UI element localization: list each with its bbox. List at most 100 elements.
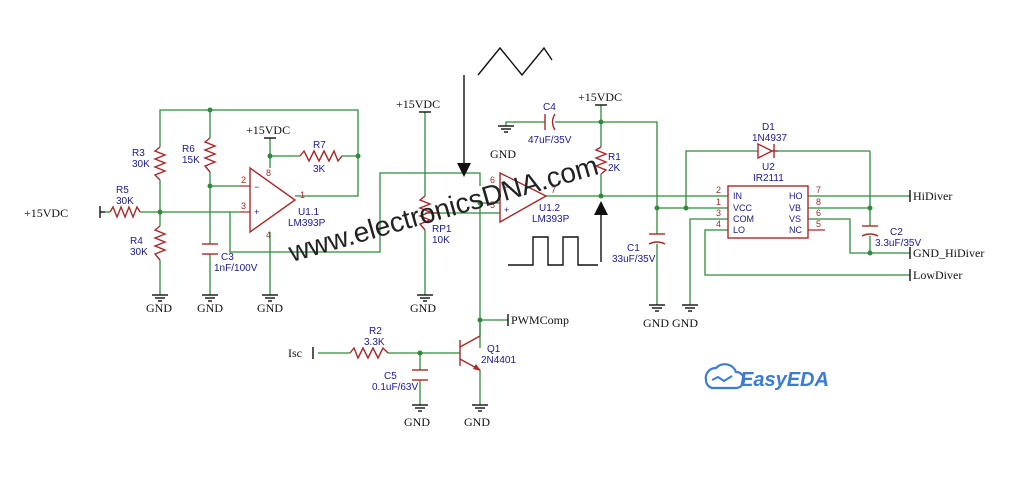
- potentiometer-rp1: RP1 10K: [418, 195, 452, 246]
- svg-text:VB: VB: [789, 203, 801, 213]
- svg-text:3: 3: [716, 208, 721, 218]
- triangle-wave-annotation: [457, 46, 553, 177]
- opamp-u1-1: − + 2 3 1 8 4 U1.1 LM393P: [240, 166, 326, 240]
- svg-text:+15VDC: +15VDC: [24, 206, 68, 220]
- ic-u2-ir2111: U2 IR2111 IN VCC COM LO HO VB VS NC 2 1 …: [716, 162, 825, 239]
- svg-text:2N4401: 2N4401: [481, 355, 516, 366]
- svg-text:VCC: VCC: [733, 203, 753, 213]
- svg-text:3.3K: 3.3K: [364, 337, 385, 348]
- ground-symbols: GND GND GND GND GND: [146, 125, 698, 429]
- svg-text:2K: 2K: [608, 163, 621, 174]
- svg-text:−: −: [254, 182, 259, 192]
- svg-text:10K: 10K: [432, 235, 450, 246]
- gnd-rp1: GND: [410, 294, 436, 315]
- svg-text:30K: 30K: [116, 196, 134, 207]
- svg-text:C3: C3: [221, 252, 234, 263]
- svg-text:R4: R4: [130, 236, 143, 247]
- svg-text:GND: GND: [146, 301, 172, 315]
- svg-text:30K: 30K: [132, 159, 150, 170]
- svg-text:GND: GND: [410, 301, 436, 315]
- svg-text:PWMComp: PWMComp: [511, 313, 569, 327]
- capacitor-c1: C1 33uF/35V: [612, 233, 666, 265]
- svg-text:GND: GND: [672, 316, 698, 330]
- svg-text:3: 3: [241, 201, 246, 211]
- diode-d1: D1 1N4937: [752, 122, 787, 160]
- capacitor-c3: C3 1nF/100V: [202, 243, 258, 274]
- resistor-r7: R7 3K: [299, 140, 343, 175]
- svg-text:GND: GND: [464, 415, 490, 429]
- svg-text:HiDiver: HiDiver: [913, 189, 952, 203]
- svg-text:−: −: [504, 182, 509, 192]
- svg-text:4: 4: [266, 230, 271, 240]
- capacitor-c2: C2 3.3uF/35V: [861, 225, 921, 249]
- svg-text:8: 8: [266, 168, 271, 178]
- svg-text:7: 7: [551, 185, 556, 195]
- svg-text:5: 5: [816, 219, 821, 229]
- svg-text:GND: GND: [257, 301, 283, 315]
- svg-text:IN: IN: [733, 191, 742, 201]
- svg-text:+15VDC: +15VDC: [246, 123, 290, 137]
- svg-text:LO: LO: [733, 225, 745, 235]
- svg-text:GND: GND: [197, 301, 223, 315]
- svg-text:2: 2: [716, 185, 721, 195]
- svg-text:1: 1: [300, 190, 305, 200]
- resistor-r5: R5 30K: [109, 185, 141, 219]
- svg-text:R3: R3: [132, 148, 145, 159]
- svg-text:C1: C1: [627, 243, 640, 254]
- svg-text:5: 5: [490, 200, 495, 210]
- svg-text:GND_HiDiver: GND_HiDiver: [913, 246, 984, 260]
- svg-text:R1: R1: [608, 152, 621, 163]
- svg-text:Isc: Isc: [288, 346, 302, 360]
- easyeda-brand: EasyEDA: [740, 369, 829, 391]
- svg-text:COM: COM: [733, 214, 754, 224]
- gnd-c3: GND: [197, 294, 223, 315]
- resistor-r2: R2 3.3K: [349, 326, 389, 360]
- svg-text:GND: GND: [404, 415, 430, 429]
- svg-text:15K: 15K: [182, 155, 200, 166]
- gnd-q1: GND: [464, 404, 490, 429]
- resistor-r1: R1 2K: [594, 146, 621, 175]
- svg-text:30K: 30K: [130, 247, 148, 258]
- svg-text:C2: C2: [890, 227, 903, 238]
- svg-text:LowDiver: LowDiver: [913, 268, 962, 282]
- svg-text:U1.2: U1.2: [539, 203, 561, 214]
- gnd-c5: GND: [404, 404, 430, 429]
- svg-text:HO: HO: [789, 191, 803, 201]
- square-wave-annotation: [508, 201, 608, 266]
- gnd-u2-com: GND: [672, 304, 698, 330]
- svg-text:VS: VS: [789, 214, 801, 224]
- svg-text:33uF/35V: 33uF/35V: [612, 254, 656, 265]
- svg-text:+15VDC: +15VDC: [396, 97, 440, 111]
- svg-text:4: 4: [716, 219, 721, 229]
- gnd-c4: GND: [490, 125, 516, 161]
- capacitor-c5: C5 0.1uF/63V: [372, 369, 428, 393]
- svg-text:6: 6: [816, 208, 821, 218]
- svg-text:3K: 3K: [313, 164, 326, 175]
- svg-text:RP1: RP1: [432, 224, 452, 235]
- svg-text:3.3uF/35V: 3.3uF/35V: [875, 238, 921, 249]
- svg-text:R6: R6: [182, 144, 195, 155]
- opamp-u1-2: − + 6 5 7 U1.2 LM393P: [490, 171, 570, 225]
- svg-text:Q1: Q1: [487, 344, 501, 355]
- transistor-q1: Q1 2N4401: [459, 320, 516, 371]
- svg-text:2: 2: [241, 175, 246, 185]
- svg-text:LM393P: LM393P: [288, 218, 326, 229]
- svg-text:1nF/100V: 1nF/100V: [214, 263, 258, 274]
- svg-text:+: +: [504, 205, 509, 215]
- svg-text:1: 1: [716, 197, 721, 207]
- gnd-r4: GND: [146, 294, 172, 315]
- resistor-r3: R3 30K: [132, 146, 167, 181]
- power-flags: +15VDC +15VDC +15VDC +15VDC: [24, 90, 622, 220]
- svg-text:R5: R5: [116, 185, 129, 196]
- gnd-u1-1: GND: [257, 294, 283, 315]
- easyeda-logo: [704, 363, 746, 390]
- svg-text:6: 6: [490, 175, 495, 185]
- svg-text:R2: R2: [369, 326, 382, 337]
- junctions: [157, 107, 873, 356]
- svg-text:+: +: [254, 207, 259, 217]
- svg-text:D1: D1: [762, 122, 775, 133]
- svg-text:47uF/35V: 47uF/35V: [528, 135, 572, 146]
- svg-text:U1.1: U1.1: [298, 207, 320, 218]
- svg-text:U2: U2: [762, 162, 775, 173]
